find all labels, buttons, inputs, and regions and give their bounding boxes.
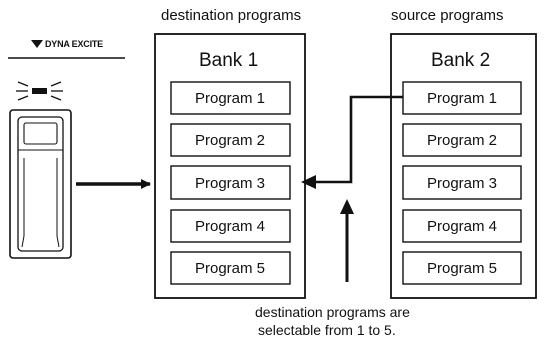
bank-1-program-1-label: Program 1	[195, 90, 266, 107]
bank-1-program-5-label: Program 5	[195, 260, 266, 277]
bank-2-program-3-label: Program 3	[427, 175, 498, 192]
bank-1-program-3-box[interactable]	[170, 165, 291, 200]
bank-2-program-3-box[interactable]	[402, 165, 522, 200]
destination-heading: destination programs	[161, 7, 302, 24]
note-line-1: destination programs are	[255, 304, 410, 320]
bank-1-program-2-label: Program 2	[195, 132, 266, 149]
bank-1-program-5-box[interactable]	[170, 251, 291, 285]
led-indicator-icon	[16, 81, 63, 101]
button-label: DYNA EXCITE	[45, 39, 103, 49]
dyna-excite-button[interactable]	[9, 109, 72, 259]
bank-1-program-2-box[interactable]	[170, 123, 291, 157]
bank-1-program-1-box[interactable]	[170, 81, 291, 115]
bank-1-title: Bank 1	[199, 50, 259, 71]
bank-1-program-4-box[interactable]	[170, 209, 291, 243]
bank-1-frame	[154, 33, 306, 299]
bank-2-program-4-label: Program 4	[427, 218, 498, 235]
bank-2-program-1-box[interactable]	[402, 81, 522, 115]
source-heading: source programs	[391, 7, 504, 24]
bank-2-frame	[390, 33, 537, 299]
note-line-2: selectable from 1 to 5.	[258, 322, 396, 338]
down-triangle-icon	[31, 40, 43, 48]
bank-2-title: Bank 2	[431, 50, 491, 71]
bank-2-program-2-box[interactable]	[402, 123, 522, 157]
bank-1-program-3-label: Program 3	[195, 175, 266, 192]
copy-arrowhead	[301, 175, 316, 189]
bank-2-program-5-label: Program 5	[427, 260, 498, 277]
bank-2-program-1-label: Program 1	[427, 90, 498, 107]
copy-connector-line	[314, 95, 403, 184]
bank-2-program-5-box[interactable]	[402, 251, 522, 285]
note-pointer-arrowhead	[340, 199, 354, 214]
bank-1-program-4-label: Program 4	[195, 218, 266, 235]
bank-2-program-2-label: Program 2	[427, 132, 498, 149]
bank-2-program-4-box[interactable]	[402, 209, 522, 243]
